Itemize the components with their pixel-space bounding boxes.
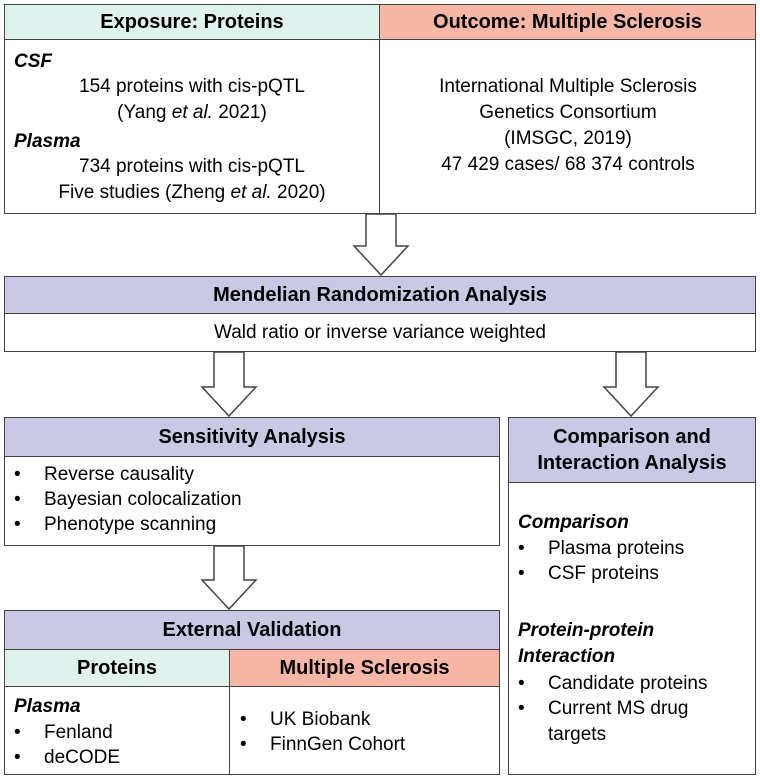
mr-header: Mendelian Randomization Analysis bbox=[4, 276, 756, 314]
validation-proteins-list: Fenland deCODE bbox=[14, 720, 120, 770]
list-item: FinnGen Cohort bbox=[240, 732, 405, 757]
ppi-list: Candidate proteins Current MS drug bbox=[518, 671, 708, 721]
outcome-line3: (IMSGC, 2019) bbox=[504, 128, 632, 149]
csf-line2: (Yang et al. 2021) bbox=[4, 101, 380, 125]
plasma-line2-a: Five studies (Zheng bbox=[58, 182, 231, 203]
comparison-header: Comparison and Interaction Analysis bbox=[508, 417, 756, 483]
validation-divider bbox=[229, 649, 230, 775]
outcome-line4: 47 429 cases/ 68 374 controls bbox=[441, 154, 695, 175]
plasma-line1: 734 proteins with cis-pQTL bbox=[79, 156, 305, 177]
validation-header: External Validation bbox=[4, 610, 500, 650]
list-item: Reverse causality bbox=[14, 462, 242, 487]
down-arrow-icon bbox=[200, 351, 258, 418]
mr-body: Wald ratio or inverse variance weighted bbox=[214, 322, 546, 343]
outcome-header: Outcome: Multiple Sclerosis bbox=[379, 4, 756, 40]
down-arrow-icon bbox=[200, 545, 258, 611]
list-item: deCODE bbox=[14, 745, 120, 770]
comparison-header-line1: Comparison and bbox=[553, 426, 711, 448]
list-item: Current MS drug bbox=[518, 696, 708, 721]
csf-label: CSF bbox=[14, 51, 52, 72]
outcome-line1: International Multiple Sclerosis bbox=[439, 76, 697, 97]
ppi-label-line2: Interaction bbox=[518, 646, 616, 667]
list-item: Candidate proteins bbox=[518, 671, 708, 696]
comparison-label: Comparison bbox=[518, 512, 629, 533]
exposure-header: Exposure: Proteins bbox=[4, 4, 380, 40]
list-item: Bayesian colocalization bbox=[14, 487, 242, 512]
csf-line2-b: 2021) bbox=[212, 102, 267, 123]
plasma-label: Plasma bbox=[14, 131, 81, 152]
comparison-list: Plasma proteins CSF proteins bbox=[518, 536, 684, 586]
validation-plasma-label: Plasma bbox=[14, 696, 81, 717]
plasma-line2-em: et al. bbox=[230, 182, 272, 203]
sensitivity-header: Sensitivity Analysis bbox=[4, 417, 500, 457]
validation-proteins-header: Proteins bbox=[4, 649, 230, 687]
comparison-header-line2: Interaction Analysis bbox=[537, 452, 727, 474]
csf-line1: 154 proteins with cis-pQTL bbox=[79, 76, 305, 97]
outcome-line2: Genetics Consortium bbox=[479, 102, 657, 123]
plasma-line2: Five studies (Zheng et al. 2020) bbox=[4, 181, 380, 205]
list-item: Plasma proteins bbox=[518, 536, 684, 561]
list-item: UK Biobank bbox=[240, 707, 405, 732]
down-arrow-icon bbox=[602, 351, 660, 418]
validation-ms-header: Multiple Sclerosis bbox=[229, 649, 500, 687]
csf-line2-a: (Yang bbox=[117, 102, 172, 123]
validation-ms-list: UK Biobank FinnGen Cohort bbox=[240, 707, 405, 757]
exposure-outcome-divider bbox=[379, 4, 380, 214]
ppi-item-continuation: targets bbox=[548, 724, 607, 745]
ppi-label-line1: Protein-protein bbox=[518, 620, 655, 641]
plasma-line2-b: 2020) bbox=[271, 182, 326, 203]
down-arrow-icon bbox=[352, 213, 410, 277]
list-item: CSF proteins bbox=[518, 561, 684, 586]
csf-line2-em: et al. bbox=[171, 102, 213, 123]
list-item: Fenland bbox=[14, 720, 120, 745]
list-item: Phenotype scanning bbox=[14, 512, 242, 537]
sensitivity-list: Reverse causality Bayesian colocalizatio… bbox=[14, 462, 242, 537]
